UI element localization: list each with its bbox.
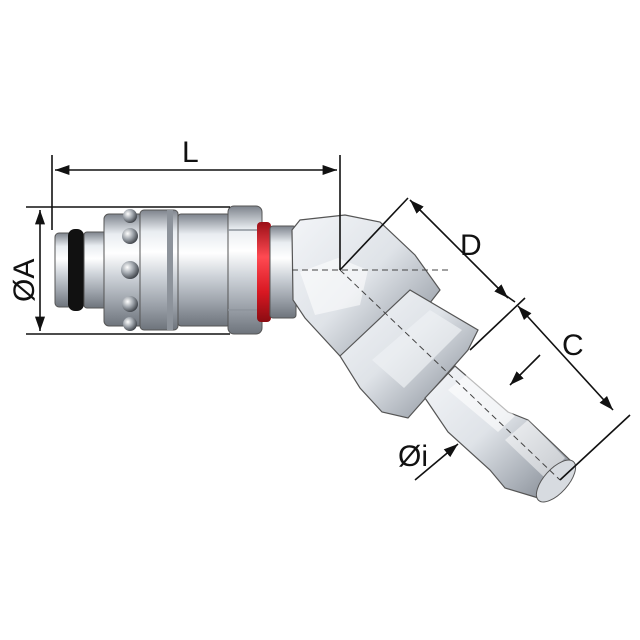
- locking-ball: [123, 209, 137, 223]
- coupling-body: [54, 205, 297, 335]
- dim-label-D: D: [460, 229, 482, 262]
- locking-ball: [122, 228, 138, 244]
- body-collar: [177, 213, 231, 327]
- locking-ball: [122, 296, 138, 312]
- locking-ball: [123, 317, 137, 331]
- dim-label-A: ØA: [8, 259, 41, 302]
- hex-nut: [227, 205, 263, 335]
- dim-label-L: L: [182, 136, 199, 169]
- dim-label-i: Øi: [398, 440, 428, 473]
- elbow: [291, 214, 577, 503]
- locking-ball: [121, 261, 139, 279]
- sleeve-groove: [167, 210, 173, 330]
- o-ring: [68, 229, 84, 311]
- barb-end: [535, 459, 577, 503]
- red-seal-ring: [257, 222, 271, 322]
- dim-label-C: C: [562, 329, 584, 362]
- dimension-lines: [26, 155, 631, 481]
